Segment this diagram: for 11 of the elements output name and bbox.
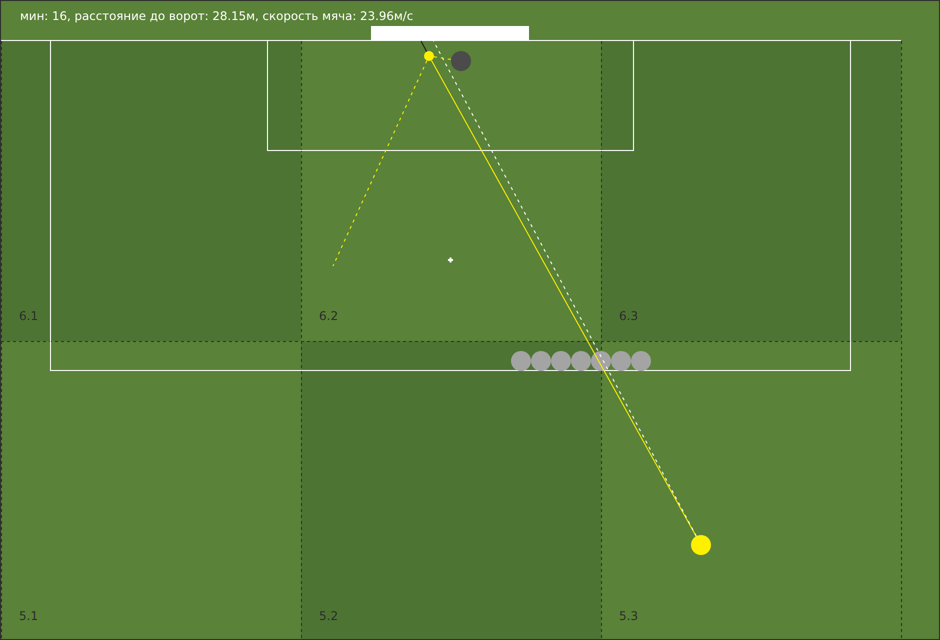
zone-label: 6.1 [19, 308, 38, 324]
zone-label: 6.3 [619, 308, 638, 324]
connector-line [420, 40, 428, 52]
dashed-connector [433, 56, 452, 60]
zone-label: 5.2 [319, 608, 338, 624]
goal-line [1, 40, 901, 41]
zone-label: 5.3 [619, 608, 638, 624]
dashed-connector [332, 60, 428, 266]
zone-label: 5.1 [19, 608, 38, 624]
status-text: мин: 16, расстояние до ворот: 28.15м, скорость мяча: 23.96м/с [20, 9, 414, 24]
zone-label: 6.2 [319, 308, 338, 324]
